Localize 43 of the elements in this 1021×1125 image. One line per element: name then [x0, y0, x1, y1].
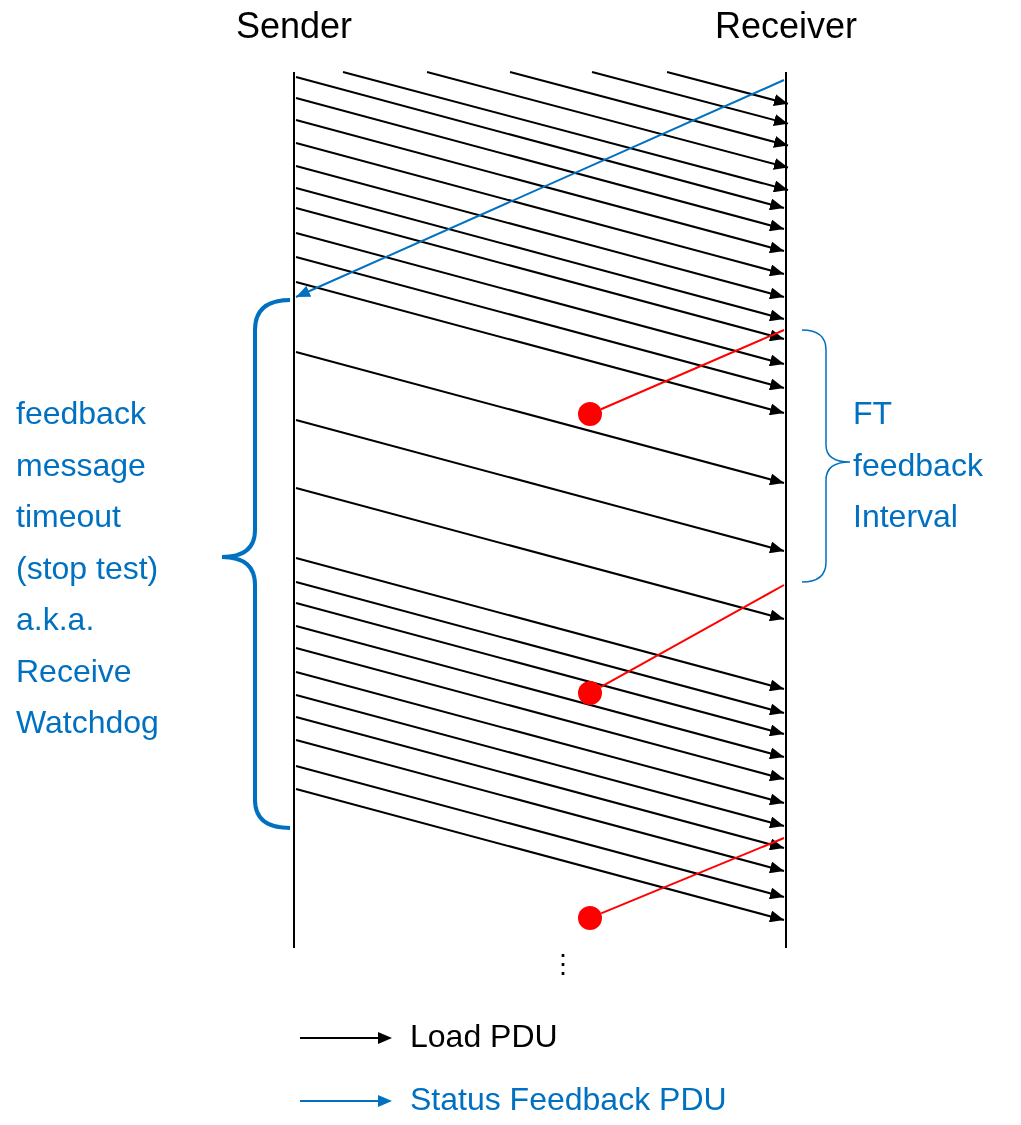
arrow	[295, 207, 785, 342]
arrow	[295, 351, 785, 486]
arrow	[295, 142, 785, 277]
line	[600, 837, 785, 915]
arrow	[295, 647, 785, 782]
arrow	[295, 187, 785, 322]
arrow	[295, 256, 785, 391]
arrow	[295, 765, 785, 900]
legend-label: Status Feedback PDU	[410, 1080, 727, 1119]
arrow	[295, 625, 785, 760]
loss-dot	[578, 402, 602, 426]
arrow	[295, 557, 785, 692]
arrow	[295, 487, 785, 622]
arrow	[295, 788, 785, 923]
arrow	[295, 232, 785, 367]
arrow	[295, 79, 785, 298]
arrow	[295, 739, 785, 874]
line	[599, 584, 785, 689]
timeout-annotation: feedback message timeout (stop test) a.k.a. Receive Watchdog	[16, 394, 160, 742]
legend-label: Load PDU	[410, 1017, 558, 1056]
arrow	[509, 71, 789, 148]
arrow	[295, 694, 785, 829]
arrow	[342, 71, 789, 193]
participant-label: Sender	[234, 4, 354, 48]
arrow	[295, 671, 785, 806]
arrow	[295, 76, 785, 211]
arrow	[295, 419, 785, 554]
arrow	[295, 716, 785, 851]
arrow	[295, 581, 785, 716]
loss-dot	[578, 681, 602, 705]
arrow	[295, 165, 785, 300]
arrow	[295, 281, 785, 416]
arrow	[295, 119, 785, 254]
arrow	[666, 71, 789, 106]
arrow	[426, 71, 789, 170]
arrow	[295, 602, 785, 737]
interval-annotation: FT feedback Interval	[853, 394, 984, 536]
arrow	[295, 97, 785, 232]
ellipsis: ⋮	[550, 948, 576, 981]
line	[600, 329, 785, 411]
loss-dot	[578, 906, 602, 930]
arrow	[591, 71, 789, 126]
participant-label: Receiver	[713, 4, 859, 48]
